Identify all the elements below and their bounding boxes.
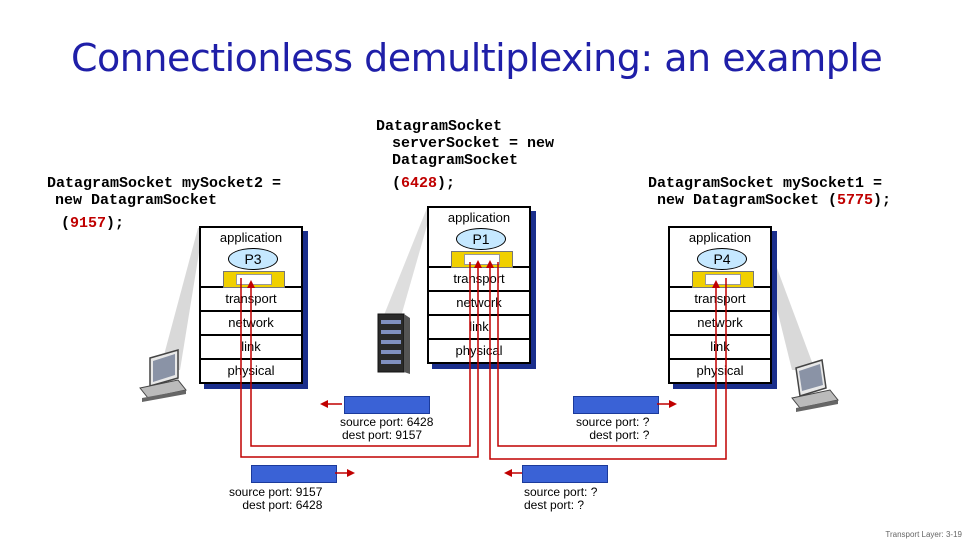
datagram-packet (522, 465, 608, 483)
physical-layer: physical (670, 358, 770, 382)
slide-title: Connectionless demultiplexing: an exampl… (71, 36, 883, 80)
process-p1: P1 (456, 228, 506, 250)
code-line: new DatagramSocket (5775); (648, 192, 891, 209)
dest-port-label: dest port: 9157 (342, 428, 423, 442)
source-port-label: source port: 6428 (340, 415, 434, 429)
slide-footer: Transport Layer: 3-19 (885, 530, 962, 539)
source-port-label: source port: ? (524, 485, 598, 499)
code-line: DatagramSocket mySocket2 = (47, 175, 282, 192)
code-text: ); (873, 192, 892, 209)
datagram-packet (573, 396, 659, 414)
link-layer: link (429, 314, 529, 338)
application-layer: application P1 (429, 208, 529, 268)
server-socket-code: DatagramSocket serverSocket = new Datagr… (376, 118, 554, 192)
layer-label: application (688, 230, 752, 245)
client-socket1-code: DatagramSocket mySocket1 = new DatagramS… (648, 175, 891, 209)
code-line: serverSocket = new (376, 135, 554, 152)
source-port-label: source port: ? (576, 415, 650, 429)
client1-protocol-stack: application P4 transport network link ph… (668, 226, 772, 384)
process-p4: P4 (697, 248, 747, 270)
client2-port-number: 9157 (70, 215, 107, 232)
packet-header-label: source port: ? dest port: ? (524, 486, 597, 512)
server-tower-icon (377, 313, 410, 374)
application-layer: application P4 (670, 228, 770, 288)
socket-icon (692, 271, 754, 288)
code-text: new DatagramSocket (55, 192, 218, 209)
code-line: (9157); (47, 215, 281, 232)
link-layer: link (670, 334, 770, 358)
packet-header-label: source port: 6428 dest port: 9157 (340, 416, 433, 442)
packet-header-label: source port: ? dest port: ? (576, 416, 649, 442)
code-text: ); (437, 175, 456, 192)
client1-port-number: 5775 (837, 192, 874, 209)
source-port-label: source port: 9157 (229, 485, 323, 499)
layer-label: application (219, 230, 283, 245)
code-text: ( (61, 215, 71, 232)
code-line: DatagramSocket (376, 152, 554, 169)
code-line: DatagramSocket mySocket1 = (648, 175, 883, 192)
dest-port-label: dest port: 6428 (242, 498, 323, 512)
code-text: ); (106, 215, 125, 232)
code-text: DatagramSocket (392, 152, 519, 169)
code-text: serverSocket = new (392, 135, 555, 152)
dest-port-label: dest port: ? (524, 498, 585, 512)
application-layer: application P3 (201, 228, 301, 288)
server-protocol-stack: application P1 transport network link ph… (427, 206, 531, 364)
code-line: (6428); (376, 175, 554, 192)
datagram-packet (251, 465, 337, 483)
client-socket2-code: DatagramSocket mySocket2 = new DatagramS… (47, 175, 281, 232)
desktop-computer-icon (791, 359, 839, 412)
code-text: ( (392, 175, 402, 192)
layer-label: application (447, 210, 511, 225)
code-line: new DatagramSocket (47, 192, 281, 209)
network-layer: network (670, 310, 770, 334)
datagram-packet (344, 396, 430, 414)
code-line: DatagramSocket (376, 118, 503, 135)
desktop-computer-icon (139, 349, 187, 402)
server-port-number: 6428 (401, 175, 438, 192)
process-p3: P3 (228, 248, 278, 270)
packet-header-label: source port: 9157 dest port: 6428 (229, 486, 322, 512)
code-text: new DatagramSocket ( (657, 192, 838, 209)
dest-port-label: dest port: ? (589, 428, 650, 442)
